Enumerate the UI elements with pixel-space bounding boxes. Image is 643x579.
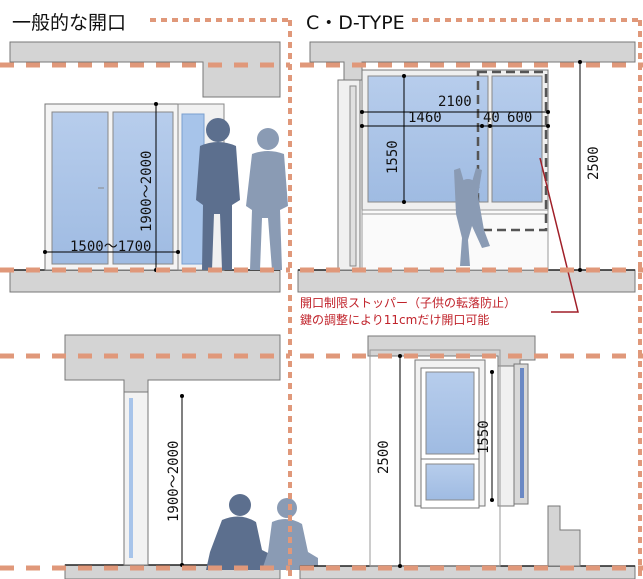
stopper-note-line1: 開口制限ストッパー（子供の転落防止） [300,296,517,310]
panel-dividers [0,62,643,571]
label-600: 600 [507,110,533,126]
window-section-frame [123,391,149,566]
panel-standard-section [64,334,318,579]
glass-pane-right [491,75,543,203]
floor-slab [9,269,281,293]
glass-pane-right [112,111,174,265]
label-2100: 2100 [438,94,472,110]
panel-cd-type-elevation [297,41,636,313]
label-tr-1550: 1550 [385,140,401,174]
balcony-slab [547,505,581,567]
door-glass-bottom [425,463,475,501]
label-tl-height: 1900～2000 [139,150,155,232]
title-cd-type: C・D-TYPE [306,12,405,34]
child-silhouette [454,168,490,266]
note-leader-line [539,157,579,313]
label-bl-height: 1900～2000 [166,440,182,522]
adult-silhouettes [196,118,288,270]
floor-slab [297,269,636,293]
door-glass-top [425,371,475,455]
panel-cd-type-section [299,335,636,579]
label-tl-width: 1500～1700 [70,239,152,255]
seated-silhouettes [206,494,318,570]
title-dividers [150,18,643,579]
label-40: 40 [483,110,500,126]
label-br-2500: 2500 [376,440,392,474]
side-wall [337,79,361,271]
ceiling-slab [9,41,281,98]
lower-wall [361,209,549,271]
stopper-range-box [476,70,548,232]
label-br-1550: 1550 [476,420,492,454]
label-1460: 1460 [408,110,442,126]
ceiling-slab [64,334,281,393]
label-tr-2500: 2500 [586,146,602,180]
panel-standard-elevation [9,41,288,293]
stopper-note-line2: 鍵の調整により11cmだけ開口可能 [300,313,490,327]
title-standard: 一般的な開口 [12,12,127,34]
